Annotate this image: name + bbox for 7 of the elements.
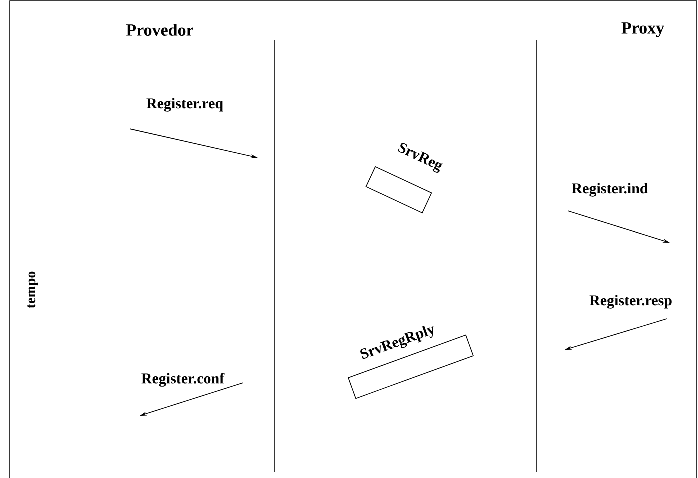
message-label: Register.ind: [572, 183, 648, 197]
message-label: Register.conf: [142, 373, 225, 387]
heading: Provedor: [126, 24, 194, 36]
message-label: Register.req: [146, 98, 224, 112]
heading: Proxy: [622, 22, 664, 38]
heading: tempo: [28, 272, 38, 308]
message-label: Register.resp: [590, 295, 672, 309]
